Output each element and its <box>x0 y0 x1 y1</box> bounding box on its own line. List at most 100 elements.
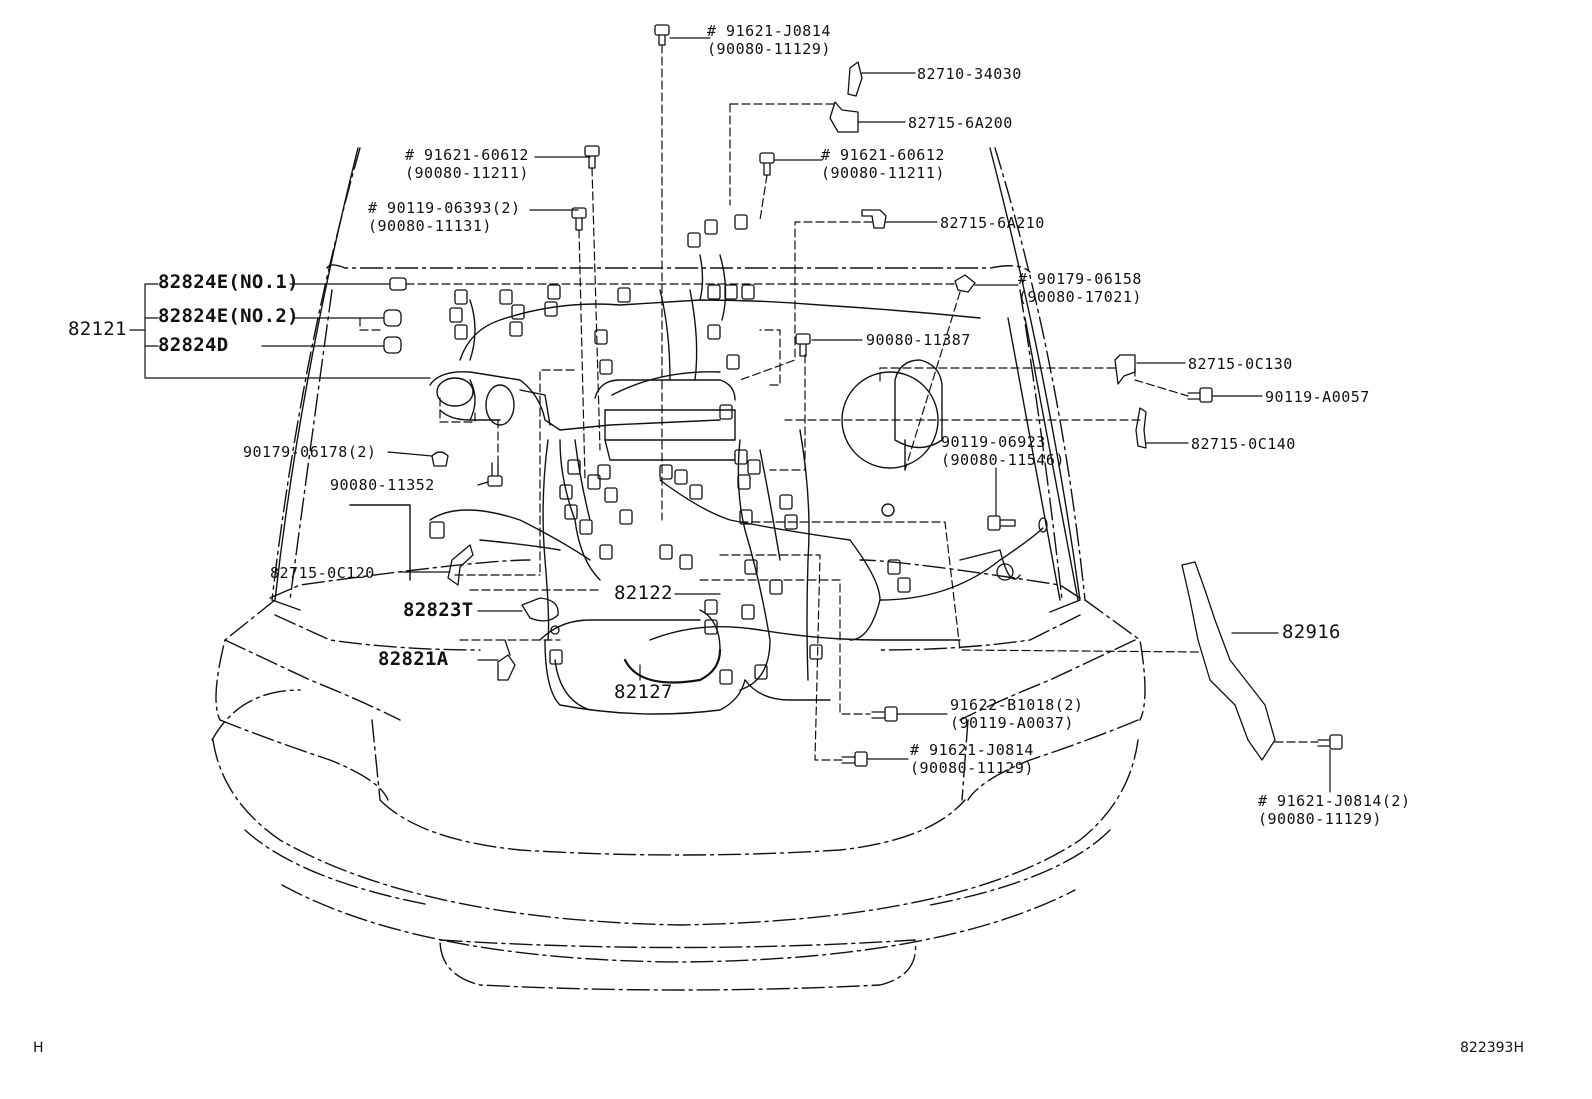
callout-82824d: 82824D <box>158 334 229 356</box>
bolt-icon-left-2 <box>571 207 587 231</box>
part-number: # 90119-06393(2) <box>368 199 521 217</box>
callout-82715-6a210: 82715-6A210 <box>940 214 1045 232</box>
callout-90179-06158: # 90179-06158 (90080-17021) <box>1018 270 1142 306</box>
bolt-icon-top <box>654 24 670 46</box>
callout-82823t: 82823T <box>403 599 474 621</box>
alt-part-number: (90080-11129) <box>910 759 1034 777</box>
terminal-icon-82823t <box>521 597 560 635</box>
part-number: 90179-06178(2) <box>243 443 377 461</box>
harness-connectors <box>429 214 1048 685</box>
bolt-icon-a0057 <box>1187 387 1213 403</box>
alt-part-number: (90080-11211) <box>821 164 945 182</box>
callout-91621-j0814-2: # 91621-J0814(2) (90080-11129) <box>1258 792 1411 828</box>
part-number: 82821A <box>378 648 449 670</box>
bracket-icon-0c140 <box>1135 407 1147 449</box>
clip-icon-06158 <box>954 274 976 293</box>
callout-91622-b1018: 91622-B1018(2) (90119-A0037) <box>950 696 1083 732</box>
alt-part-number: (90080-11129) <box>707 40 831 58</box>
bracket-icon-0c130 <box>1114 354 1136 385</box>
callout-91621-60612-right: # 91621-60612 (90080-11211) <box>821 146 945 182</box>
page-code-right: 822393H <box>1460 1040 1524 1056</box>
bolt-icon-j0814-lower <box>841 751 868 767</box>
callout-91621-j0814-lower: # 91621-J0814 (90080-11129) <box>910 741 1034 777</box>
callout-91621-60612-left: # 91621-60612 (90080-11211) <box>405 146 529 182</box>
part-number: 91622-B1018(2) <box>950 696 1084 714</box>
callout-90179-06178: 90179-06178(2) <box>243 443 376 461</box>
callout-82821a: 82821A <box>378 648 449 670</box>
callout-82916: 82916 <box>1282 621 1341 643</box>
part-number: # 91621-60612 <box>821 146 945 164</box>
sensor-icon-82821a <box>497 639 516 681</box>
part-number: 82823T <box>403 599 474 621</box>
bolt-icon-b1018 <box>871 706 898 722</box>
bolt-icon-11387 <box>795 333 811 357</box>
part-number: # 91621-60612 <box>405 146 529 164</box>
callout-90080-11352: 90080-11352 <box>330 476 435 494</box>
part-number: 90080-11352 <box>330 476 435 494</box>
part-number: 82824E(NO.1) <box>158 271 299 293</box>
callout-90119-06393: # 90119-06393(2) (90080-11131) <box>368 199 521 235</box>
part-number: # 90179-06158 <box>1018 270 1142 288</box>
part-number: 82715-6A210 <box>940 214 1045 232</box>
alt-part-number: (90080-11546) <box>941 451 1065 469</box>
part-number: # 91621-J0814(2) <box>1258 792 1411 810</box>
bolt-icon-j0814-2 <box>1317 734 1343 750</box>
callout-82824e-no1: 82824E(NO.1) <box>158 271 299 293</box>
hood-solid-edges <box>271 147 1081 613</box>
protector-icon-82916 <box>1181 561 1276 761</box>
part-number: 82715-0C130 <box>1188 355 1293 373</box>
part-number: 82824E(NO.2) <box>158 305 299 327</box>
grommet-icon-no1 <box>389 277 407 291</box>
part-number: 90080-11387 <box>866 331 971 349</box>
callout-82122: 82122 <box>614 582 673 604</box>
part-number: 82715-0C140 <box>1191 435 1296 453</box>
callout-91621-j0814-top: # 91621-J0814 (90080-11129) <box>707 22 831 58</box>
grommet-icon-82824d <box>383 336 402 354</box>
engine-assembly <box>349 254 1044 715</box>
part-number: 82916 <box>1282 621 1341 643</box>
part-number: 82824D <box>158 334 229 356</box>
part-number: 82122 <box>614 582 673 604</box>
alt-part-number: (90080-11131) <box>368 217 492 235</box>
callout-90119-06923: 90119-06923 (90080-11546) <box>941 433 1065 469</box>
bolt-icon-11352 <box>487 462 503 487</box>
page-code-left: H <box>33 1040 44 1056</box>
callout-82715-0c120: 82715-0C120 <box>270 564 375 582</box>
part-number: 82715-0C120 <box>270 564 375 582</box>
part-number: 90119-06923 <box>941 433 1046 451</box>
callout-82715-0c140: 82715-0C140 <box>1191 435 1296 453</box>
bolt-icon-06923 <box>987 515 1016 531</box>
part-number: 90119-A0057 <box>1265 388 1370 406</box>
nut-icon-06178 <box>431 451 449 467</box>
part-number: 82121 <box>68 318 127 340</box>
leader-lines <box>129 37 1331 793</box>
fastener-icons <box>383 24 1343 767</box>
callout-82715-0c130: 82715-0C130 <box>1188 355 1293 373</box>
alt-part-number: (90080-11211) <box>405 164 529 182</box>
alt-part-number: (90080-17021) <box>1018 288 1142 306</box>
grommet-icon-no2 <box>383 309 402 327</box>
part-number: 82715-6A200 <box>908 114 1013 132</box>
callout-90080-11387: 90080-11387 <box>866 331 971 349</box>
part-number: 82710-34030 <box>917 65 1022 83</box>
vehicle-body-outline <box>211 147 1146 991</box>
bolt-icon-right-1 <box>759 152 775 176</box>
bracket-icon-6a210 <box>861 209 887 229</box>
bracket-icon-0c120 <box>447 544 474 586</box>
dashed-assembly-lines <box>359 44 1319 761</box>
callout-90119-a0057: 90119-A0057 <box>1265 388 1370 406</box>
callout-82715-6a200: 82715-6A200 <box>908 114 1013 132</box>
callout-82824e-no2: 82824E(NO.2) <box>158 305 299 327</box>
callout-82121: 82121 <box>68 318 127 340</box>
bracket-icon-82710 <box>847 61 863 97</box>
bracket-icon-6a200 <box>829 101 859 133</box>
part-number: 82127 <box>614 681 673 703</box>
callout-82127: 82127 <box>614 681 673 703</box>
alt-part-number: (90080-11129) <box>1258 810 1382 828</box>
callout-82710-34030: 82710-34030 <box>917 65 1022 83</box>
alt-part-number: (90119-A0037) <box>950 714 1074 732</box>
part-number: # 91621-J0814 <box>910 741 1034 759</box>
part-number: # 91621-J0814 <box>707 22 831 40</box>
